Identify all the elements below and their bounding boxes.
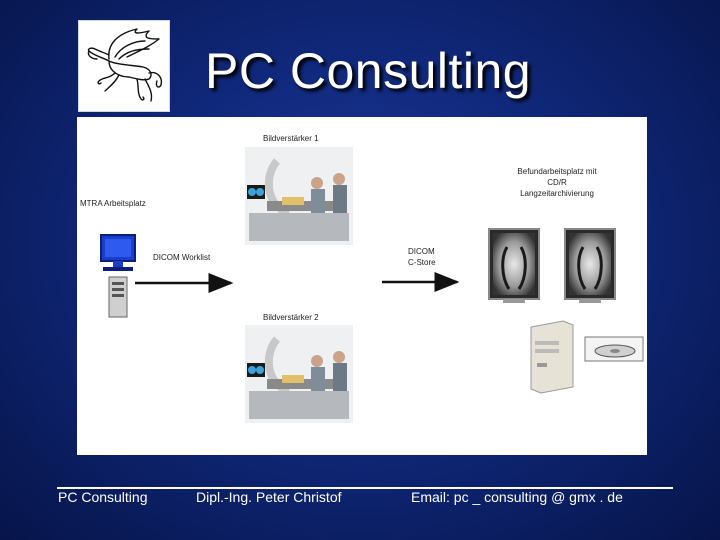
footer-company: PC Consulting [58, 489, 148, 505]
xray-monitor-icon-1 [488, 228, 540, 303]
intensifier-2-label: Bildverstärker 2 [263, 313, 319, 322]
footer-author: Dipl.-Ing. Peter Christof [196, 489, 342, 505]
xray-monitor-icon-2 [564, 228, 616, 303]
computer-tower-icon [108, 276, 128, 318]
diagram-panel: Bildverstärker 1 MTRA Arbeitsplatz DICOM… [77, 117, 647, 455]
footer-email: Email: pc _ consulting @ gmx . de [411, 489, 623, 505]
reading-label-line3: Langzeitarchivierung [520, 189, 594, 198]
monitor-icon [100, 234, 136, 271]
c-arm-imaging-photo-1 [245, 147, 353, 245]
workstation-label: MTRA Arbeitsplatz [80, 199, 146, 208]
c-arm-imaging-photo-2 [245, 325, 353, 423]
diagram-graphics [100, 147, 644, 423]
store-label-line1: DICOM [408, 247, 435, 256]
footer-divider [57, 487, 673, 489]
reading-label-line1: Befundarbeitsplatz mit [517, 167, 597, 176]
intensifier-1-label: Bildverstärker 1 [263, 134, 319, 143]
pegasus-icon [87, 28, 163, 102]
pegasus-logo [78, 20, 170, 112]
store-label-line2: C-Store [408, 258, 436, 267]
page-title: PC Consulting [205, 43, 532, 99]
cd-drive-icon [584, 336, 644, 362]
worklist-label: DICOM Worklist [153, 253, 211, 262]
reading-label-line2: CD/R [547, 178, 567, 187]
pc-tower-icon [530, 320, 574, 394]
